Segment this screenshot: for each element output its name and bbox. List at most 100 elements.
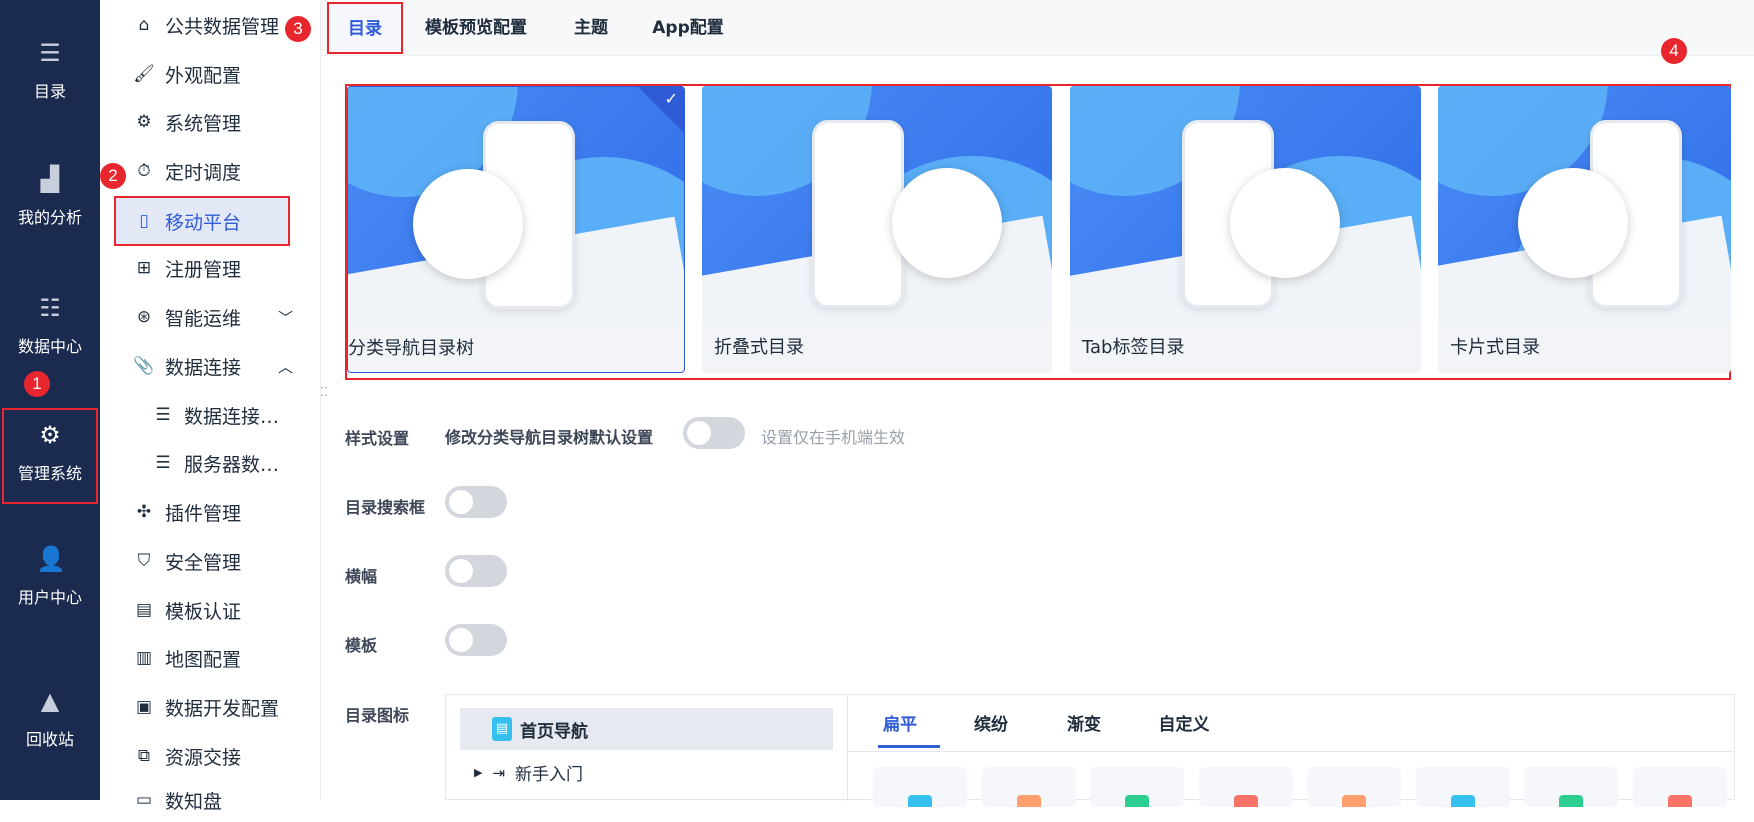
tab-app-config[interactable]: App配置: [652, 18, 724, 38]
user-icon: 👤: [36, 545, 66, 573]
annotation-badge-3: 3: [285, 16, 311, 42]
sidebar-item-registration[interactable]: ⊞ 注册管理: [100, 246, 321, 290]
resize-handle-icon[interactable]: ⁚⁚: [320, 385, 328, 399]
tree-item-label: 首页导航: [520, 721, 588, 742]
card-collapsible[interactable]: 折叠式目录: [702, 86, 1052, 373]
document-icon: [1559, 795, 1583, 807]
nav-label: 用户中心: [17, 588, 82, 607]
sidebar-item-security[interactable]: ⛉安全管理: [100, 539, 321, 583]
paperclip-icon: 📎: [133, 356, 155, 376]
tab-theme[interactable]: 主题: [574, 18, 608, 38]
sidebar-item-smart-ops[interactable]: ⊛智能运维﹀: [100, 295, 321, 339]
icon-option-tile[interactable]: [981, 767, 1076, 807]
card-category-tree[interactable]: ✓ 分类导航目录树: [347, 86, 685, 373]
banner-toggle[interactable]: [445, 555, 507, 587]
icon-option-tile[interactable]: [1632, 767, 1727, 807]
icon-tab-flat[interactable]: 扁平: [883, 715, 917, 735]
chevron-up-icon: ︿: [277, 357, 293, 376]
card-label: Tab标签目录: [1082, 337, 1185, 358]
sidebar-label: 数据连接…: [184, 405, 280, 428]
paint-roller-icon: 🖌: [133, 64, 155, 84]
sidebar-item-resource-handover[interactable]: ⧉ 资源交接: [100, 734, 321, 778]
sidebar-label: 资源交接: [165, 746, 242, 769]
ops-icon: ⊛: [136, 307, 152, 327]
sidebar-label: 数知盘: [165, 790, 223, 813]
tab-bar: 目录 模板预览配置 主题 App配置: [321, 0, 1754, 56]
nav-item-admin-system[interactable]: ⚙管理系统: [2, 408, 98, 504]
folder-gear-icon: ▣: [135, 697, 153, 717]
search-box-toggle[interactable]: [445, 486, 507, 518]
modify-default-toggle[interactable]: [683, 417, 745, 449]
icon-option-tile[interactable]: [1198, 767, 1293, 807]
icon-option-tile[interactable]: [873, 767, 967, 807]
sidebar-item-schedule[interactable]: ⏱定时调度: [100, 149, 321, 193]
sidebar-item-system[interactable]: ⚙系统管理: [100, 100, 321, 144]
document-icon: [1233, 795, 1258, 807]
nav-item-catalog[interactable]: ☰目录: [0, 40, 100, 102]
nav-label: 管理系统: [17, 464, 82, 483]
active-tab-indicator: [878, 745, 940, 748]
mobile-icon: ▯: [139, 211, 149, 231]
sidebar-label: 模板认证: [165, 600, 242, 623]
icon-option-tile[interactable]: [1415, 767, 1510, 807]
sub-sidebar: ⌂公共数据管理 🖌 外观配置 ⚙系统管理 ⏱定时调度 ▯移动平台 ⊞ 注册管理 ⊛ 智…: [100, 0, 321, 813]
tree-item-label: 新手入门: [515, 765, 584, 785]
sidebar-item-plugins[interactable]: ✣ 插件管理: [100, 490, 321, 534]
data-center-icon: ☷: [39, 294, 61, 322]
puzzle-icon: ✣: [136, 502, 152, 522]
icon-option-tile[interactable]: [1524, 767, 1618, 807]
sidebar-item-mobile-platform[interactable]: ▯移动平台: [114, 196, 290, 246]
annotation-badge-1: 1: [24, 371, 50, 397]
card-preview-image: [1438, 86, 1731, 323]
sidebar-label: 外观配置: [165, 64, 242, 87]
icon-tab-custom[interactable]: 自定义: [1158, 715, 1210, 735]
sidebar-label: 插件管理: [165, 502, 242, 525]
tree-item-home-nav[interactable]: ▤ 首页导航: [460, 708, 833, 750]
document-icon: [1125, 795, 1149, 807]
sidebar-item-server-dataset[interactable]: ☰服务器数…: [100, 441, 321, 485]
exchange-icon: ⧉: [137, 746, 151, 766]
sidebar-item-data-disk[interactable]: ▭数知盘: [100, 778, 321, 822]
sidebar-item-data-connection-sub[interactable]: ☰ 数据连接…: [100, 393, 321, 437]
sidebar-item-data-dev[interactable]: ▣ 数据开发配置: [100, 685, 321, 729]
icon-option-tile[interactable]: [1307, 767, 1401, 807]
nav-label: 回收站: [25, 730, 74, 749]
template-toggle[interactable]: [445, 624, 507, 656]
sidebar-item-template-auth[interactable]: ▤模板认证: [100, 588, 321, 632]
nav-item-recycle-bin[interactable]: ▲回收站: [0, 688, 100, 750]
modify-default-label: 修改分类导航目录树默认设置: [445, 428, 654, 447]
document-icon: [1450, 795, 1475, 807]
icon-tab-gradient[interactable]: 渐变: [1067, 715, 1101, 735]
card-preview-image: [348, 87, 684, 324]
public-data-icon: ⌂: [138, 15, 150, 35]
card-label: 折叠式目录: [714, 337, 804, 358]
selected-check-icon: ✓: [638, 87, 684, 133]
nav-item-user-center[interactable]: 👤 用户中心: [0, 546, 100, 608]
document-icon: ▤: [492, 717, 512, 741]
database-icon: ☰: [155, 405, 171, 425]
tab-template-preview[interactable]: 模板预览配置: [425, 18, 527, 38]
icon-tab-colorful[interactable]: 缤纷: [974, 715, 1008, 735]
nav-item-data-center[interactable]: ☷ 数据中心: [0, 295, 100, 357]
sidebar-item-data-connection[interactable]: 📎数据连接︿: [100, 344, 321, 388]
sidebar-item-appearance[interactable]: 🖌 外观配置: [100, 52, 321, 96]
sidebar-label: 数据开发配置: [165, 697, 280, 720]
annotation-badge-2: 2: [100, 163, 126, 189]
sidebar-label: 服务器数…: [184, 453, 280, 476]
card-tab-catalog[interactable]: Tab标签目录: [1070, 86, 1421, 373]
tab-catalog[interactable]: 目录: [327, 2, 403, 54]
card-label: 分类导航目录树: [348, 338, 474, 359]
nav-item-my-analysis[interactable]: ▟我的分析: [0, 166, 100, 228]
sidebar-item-public-data[interactable]: ⌂公共数据管理: [100, 3, 321, 47]
annotation-badge-4: 4: [1661, 38, 1687, 64]
icon-option-tile[interactable]: [1090, 767, 1184, 807]
nav-label: 数据中心: [17, 337, 82, 356]
register-icon: ⊞: [136, 258, 152, 278]
caret-right-icon[interactable]: ▶: [474, 766, 483, 779]
card-card-catalog[interactable]: 卡片式目录: [1438, 86, 1731, 373]
sidebar-item-map-config[interactable]: ▥地图配置: [100, 636, 321, 680]
tree-item-getting-started[interactable]: ▶ ⇥ 新手入门: [474, 760, 584, 786]
sidebar-label: 智能运维: [165, 307, 242, 330]
catalog-icon-label: 目录图标: [345, 706, 410, 725]
sidebar-label: 注册管理: [165, 258, 242, 281]
